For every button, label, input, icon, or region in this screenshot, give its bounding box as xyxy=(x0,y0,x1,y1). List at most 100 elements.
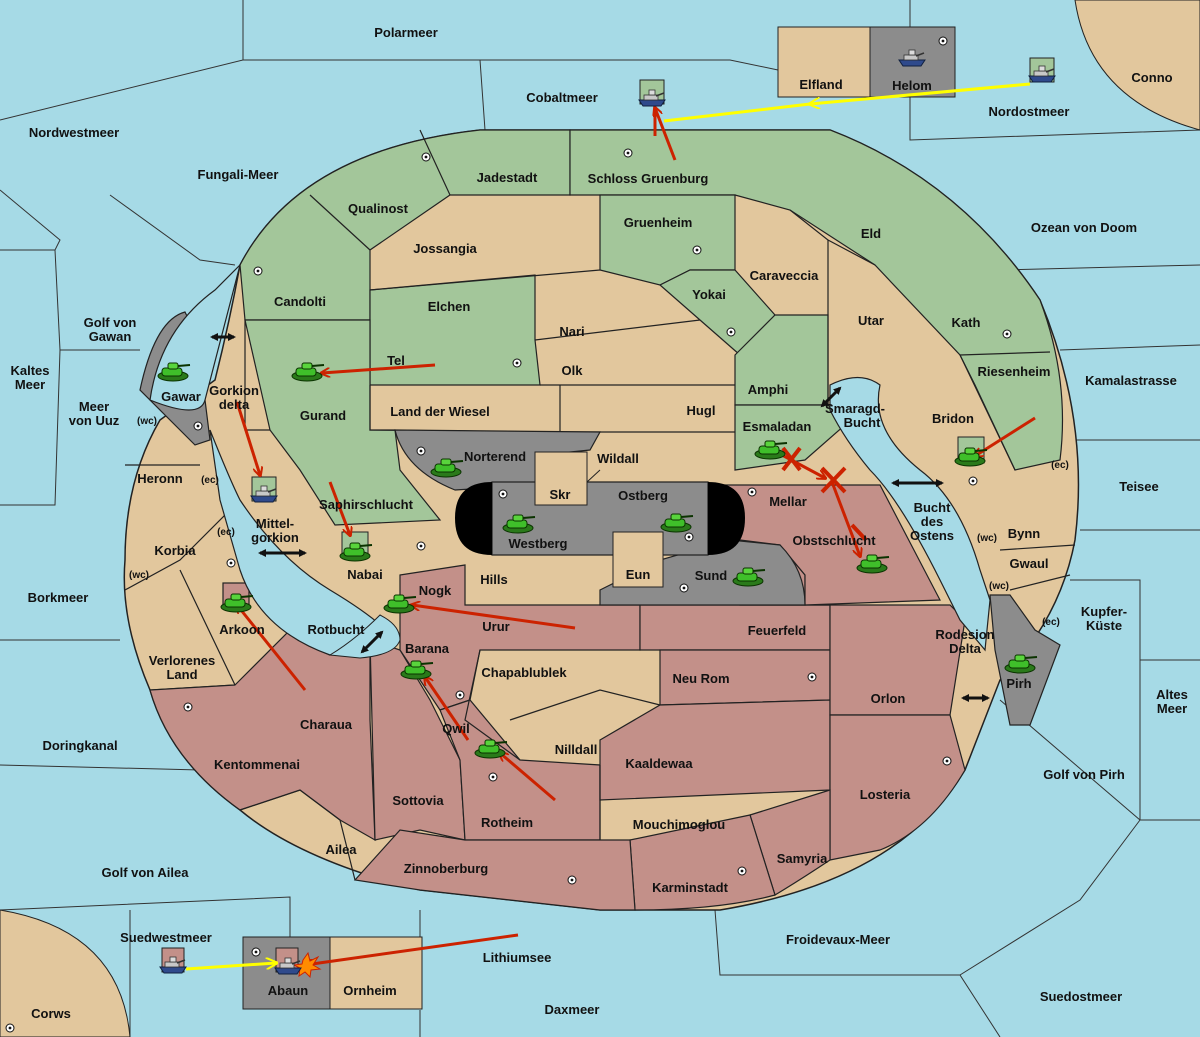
supply-center-dot xyxy=(938,36,948,46)
label-heronn: Heronn xyxy=(137,471,183,486)
label-amphi: Amphi xyxy=(748,382,788,397)
label-eun: Eun xyxy=(626,567,651,582)
province-corws[interactable] xyxy=(0,909,131,1037)
label-yokai: Yokai xyxy=(692,287,726,302)
coast-tag: (wc) xyxy=(977,533,997,544)
supply-center-dot xyxy=(747,487,757,497)
province-sund[interactable] xyxy=(599,539,806,606)
label-losteria: Losteria xyxy=(860,787,911,802)
label-gwaul: Gwaul xyxy=(1009,556,1048,571)
label-riesenheim: Riesenheim xyxy=(978,364,1051,379)
label-candolti: Candolti xyxy=(274,294,326,309)
province-schloss-eld-kath[interactable] xyxy=(569,129,1064,471)
label-gorkion-1: Gorkion xyxy=(209,383,259,398)
province-skr[interactable] xyxy=(534,451,588,506)
supply-center-dot xyxy=(488,772,498,782)
supply-center-dot xyxy=(193,421,203,431)
label-jossangia: Jossangia xyxy=(413,241,477,256)
label-olk: Olk xyxy=(562,363,584,378)
label-verlorenes-2: Land xyxy=(166,667,197,682)
province-eun[interactable] xyxy=(612,531,664,588)
label-barana: Barana xyxy=(405,641,450,656)
label-doringkanal: Doringkanal xyxy=(42,738,117,753)
label-gruenheim: Gruenheim xyxy=(624,215,693,230)
supply-center-dot xyxy=(726,327,736,337)
province-nogk-urur[interactable] xyxy=(399,564,641,711)
label-gorkion-2: delta xyxy=(219,397,250,412)
label-ostberg: Ostberg xyxy=(618,488,668,503)
label-bucht-2: des xyxy=(921,514,943,529)
province-obstschlucht[interactable] xyxy=(719,484,941,606)
supply-center-dot xyxy=(251,947,261,957)
supply-center-dot xyxy=(253,266,263,276)
label-neu-rom: Neu Rom xyxy=(672,671,729,686)
label-eld: Eld xyxy=(861,226,881,241)
label-chapa: Chapablublek xyxy=(481,665,567,680)
supply-center-dot xyxy=(421,152,431,162)
supply-center-dot xyxy=(1002,329,1012,339)
supply-center-dot xyxy=(5,1023,15,1033)
supply-center-dot xyxy=(684,532,694,542)
label-kath: Kath xyxy=(952,315,981,330)
label-caraveccia: Caraveccia xyxy=(750,268,819,283)
label-borkmeer: Borkmeer xyxy=(28,590,89,605)
land-labels: Elfland Helom Jadestadt Schloss Gruenbur… xyxy=(137,77,1050,998)
supply-center-dot xyxy=(807,672,817,682)
coast-tag: (ec) xyxy=(217,527,235,538)
sea-mittelgorkion[interactable] xyxy=(209,429,397,656)
province-karminstadt[interactable] xyxy=(629,814,776,911)
label-land-wiesel: Land der Wiesel xyxy=(390,404,490,419)
label-gawar: Gawar xyxy=(161,389,201,404)
province-north-cluster[interactable] xyxy=(239,129,571,321)
label-golf-gawan-2: Gawan xyxy=(89,329,132,344)
supply-center-dot xyxy=(623,148,633,158)
label-abaun: Abaun xyxy=(268,983,309,998)
label-jadestadt: Jadestadt xyxy=(477,170,538,185)
label-bucht-1: Bucht xyxy=(914,500,952,515)
supply-center-dot xyxy=(942,756,952,766)
supply-center-dot xyxy=(416,446,426,456)
green-power-provinces xyxy=(239,129,1064,526)
label-ornheim: Ornheim xyxy=(343,983,396,998)
label-pirh: Pirh xyxy=(1006,676,1031,691)
province-samyria[interactable] xyxy=(749,789,831,896)
sea-smaragd-bucht[interactable] xyxy=(829,376,991,652)
label-polarmeer: Polarmeer xyxy=(374,25,438,40)
province-losteria[interactable] xyxy=(829,714,966,861)
province-ornheim[interactable] xyxy=(329,936,423,1010)
supply-center-dot xyxy=(679,583,689,593)
label-lithiumsee: Lithiumsee xyxy=(483,950,552,965)
label-arkoon: Arkoon xyxy=(219,622,265,637)
province-kentommenai-charaua[interactable] xyxy=(149,629,376,842)
province-conno[interactable] xyxy=(1074,0,1200,131)
label-mellar: Mellar xyxy=(769,494,807,509)
label-meer-uuz-1: Meer xyxy=(79,399,109,414)
label-mittelgorkion-1: Mittel- xyxy=(256,516,294,531)
label-qualinost: Qualinost xyxy=(348,201,409,216)
label-saphir: Saphirschlucht xyxy=(319,497,414,512)
supply-center-dot xyxy=(737,866,747,876)
label-urur: Urur xyxy=(482,619,509,634)
province-gurand-saphir[interactable] xyxy=(244,319,442,526)
label-ozean: Ozean von Doom xyxy=(1031,220,1137,235)
label-kaltes-2: Meer xyxy=(15,377,45,392)
coast-tag: (wc) xyxy=(989,581,1009,592)
label-westberg: Westberg xyxy=(509,536,568,551)
label-golf-gawan-1: Golf von xyxy=(84,315,137,330)
label-hills: Hills xyxy=(480,572,507,587)
label-rotheim: Rotheim xyxy=(481,815,533,830)
label-obstschlucht: Obstschlucht xyxy=(792,533,876,548)
label-tel: Tel xyxy=(387,353,405,368)
label-schloss: Schloss Gruenburg xyxy=(588,171,709,186)
supply-center-dot xyxy=(692,245,702,255)
south-borders xyxy=(239,649,661,881)
label-wildall: Wildall xyxy=(597,451,639,466)
province-elfland[interactable] xyxy=(777,26,871,98)
label-conno: Conno xyxy=(1131,70,1172,85)
label-rodesion-1: Rodesion xyxy=(935,627,994,642)
coast-tag: (wc) xyxy=(137,416,157,427)
province-zinnoberburg[interactable] xyxy=(353,829,636,911)
label-charaua: Charaua xyxy=(300,717,353,732)
label-qwil: Qwil xyxy=(442,721,469,736)
